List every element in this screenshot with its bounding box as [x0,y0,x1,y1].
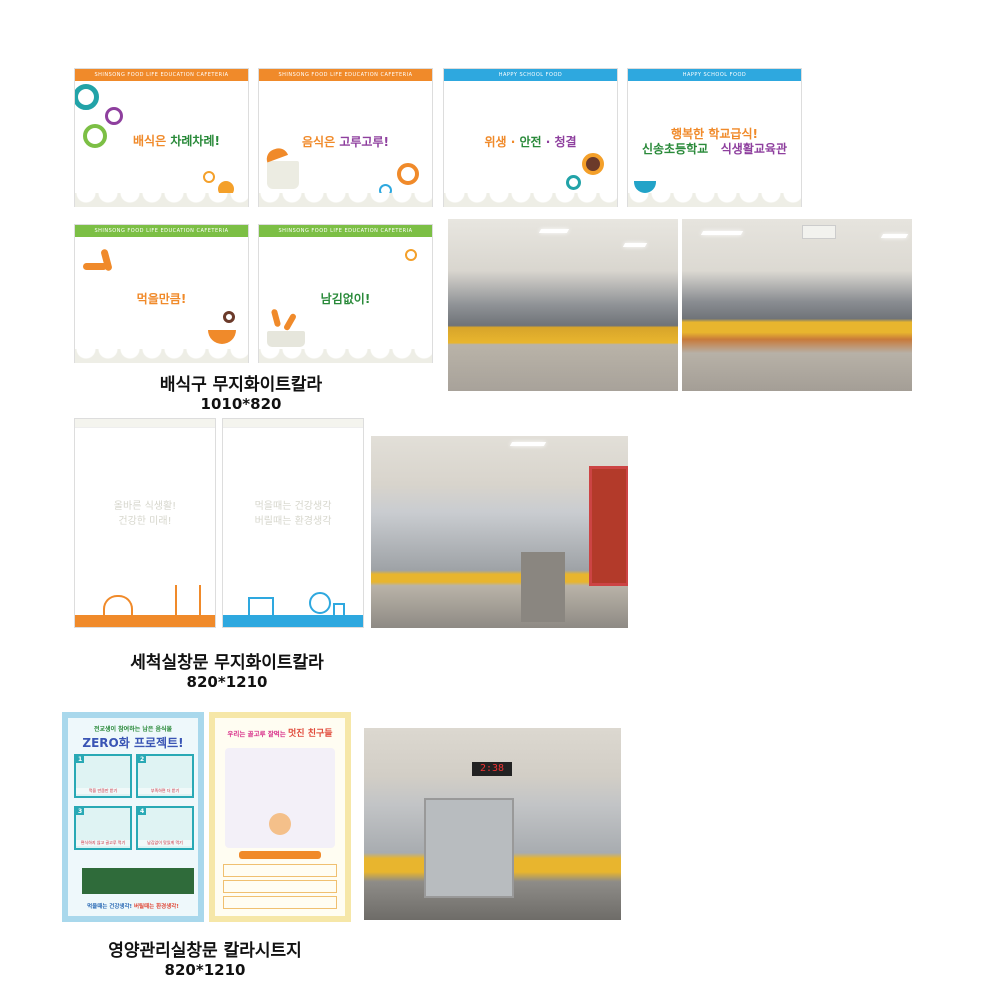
curtain-band: HAPPY SCHOOL FOOD [628,69,801,81]
curtain-design-1: SHINSONG FOOD LIFE EDUCATION CAFETERIA 배… [74,68,249,207]
machine [521,552,565,622]
poster-balanced-diet: 우리는 골고루 잘먹는 멋진 친구들 [209,712,351,922]
photo-serving-window-1 [448,219,678,391]
door [424,798,514,898]
cup-icon [333,603,345,615]
digital-clock: 2:38 [472,762,512,776]
slogan: 남김없이! [320,292,371,306]
orange-slice-icon [203,171,215,183]
info-box [82,868,194,894]
pan-icon [75,84,99,110]
caption-title: 영양관리실창문 칼라시트지 [108,941,302,961]
poster-subtitle: 전교생이 참여하는 남은 음식물 [93,726,173,733]
carrot-icon [282,312,298,332]
photo-wash-room [371,436,628,628]
slogan: 음식은 고루고루! [302,135,389,149]
ring-icon [105,107,123,125]
egg-plate-icon [397,163,419,185]
caption-size: 1010*820 [200,395,282,413]
curtain-band: HAPPY SCHOOL FOOD [444,69,617,81]
curtain-band: SHINSONG FOOD LIFE EDUCATION CAFETERIA [259,225,432,237]
carrot-icon [270,308,282,328]
cutlery-icon [175,585,201,615]
slogan-line2: 신송초등학교 식생활교육관 [641,142,788,156]
ring-icon [566,175,581,190]
caption-title: 세척실창문 무지화이트칼라 [130,653,324,673]
door-slogan: 올바른 식생활!건강한 미래! [113,501,177,527]
caption-serving: 배식구 무지화이트칼라 1010*820 [130,370,352,413]
photo-serving-window-2 [682,219,912,391]
slogan: 위생 · 안전 · 청결 [484,135,577,149]
curtain-design-4: HAPPY SCHOOL FOOD 행복한 학교급식! 신송초등학교 식생활교육… [627,68,802,207]
bowl-icon [634,181,656,193]
child-illustration [269,813,291,835]
curtain-band: SHINSONG FOOD LIFE EDUCATION CAFETERIA [75,225,248,237]
caption-size: 820*1210 [186,673,268,691]
window-frame [589,466,628,586]
curtain-band: SHINSONG FOOD LIFE EDUCATION CAFETERIA [75,69,248,81]
caption-wash: 세척실창문 무지화이트칼라 820*1210 [110,648,344,691]
plate-icon [309,592,331,614]
curtain-design-5: SHINSONG FOOD LIFE EDUCATION CAFETERIA 먹… [74,224,249,363]
carrot-icon [83,263,107,270]
pot-icon [267,161,299,189]
coffee-cup-icon [582,153,604,175]
curtain-design-3: HAPPY SCHOOL FOOD 위생 · 안전 · 청결 [443,68,618,207]
pot-icon [267,331,305,347]
air-conditioner [802,225,836,239]
curtain-design-2: SHINSONG FOOD LIFE EDUCATION CAFETERIA 음… [258,68,433,207]
ring-icon [83,124,107,148]
curtain-band: SHINSONG FOOD LIFE EDUCATION CAFETERIA [259,69,432,81]
curtain-design-6: SHINSONG FOOD LIFE EDUCATION CAFETERIA 남… [258,224,433,363]
slogan: 배식은 차례차례! [133,134,220,148]
caption-title: 배식구 무지화이트칼라 [159,375,323,395]
caption-size: 820*1210 [164,961,246,979]
photo-nutrition-room: 2:38 [364,728,621,920]
slogan: 먹을만큼! [136,292,187,306]
poster-title: ZERO화 프로젝트! [82,736,184,750]
donut-icon [223,311,235,323]
pot-icon [248,597,274,615]
kettle-icon [103,595,133,615]
mixing-bowl-icon [208,330,236,344]
poster-title: 우리는 골고루 잘먹는 멋진 친구들 [227,729,333,739]
caption-nutrition: 영양관리실창문 칼라시트지 820*1210 [90,936,320,979]
door-curtain-1: 올바른 식생활!건강한 미래! [74,418,216,628]
poster-footer: 먹을때는 건강생각! 버릴때는 환경생각! [87,904,179,910]
slogan-line1: 행복한 학교급식! [671,127,758,141]
orange-slice-icon [405,249,417,261]
